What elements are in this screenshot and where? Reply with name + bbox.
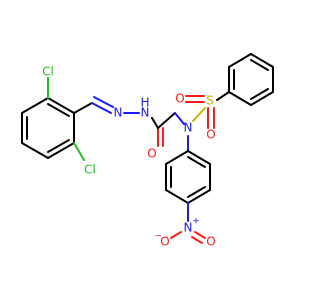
ring-bond [228,53,252,68]
ring-bond [21,142,49,159]
ring-bond-inner [47,103,70,117]
ring-bond-inner [250,88,269,100]
bond-n-s [192,107,206,122]
bond-c-cl-bottom [73,142,85,161]
ring-bond [228,91,252,106]
nitrophenyl-ring [165,150,211,204]
ring-bond [47,97,75,114]
ring-bond-inner [47,139,70,153]
bond-ch-n-double [93,96,114,108]
ring-bond [47,142,75,159]
ring-bond [187,189,211,204]
atom-o-sulfonyl-bottom: O [206,128,215,142]
dichlorophenyl-ring [21,97,75,159]
ring-bond [165,150,189,165]
bond-s-phenyl [216,91,230,101]
ring-bond-inner [187,186,206,198]
ring-bond [165,189,189,204]
bond-ch2-n [174,112,185,125]
atom-o-nitro-right: O [206,235,215,249]
atom-s-sulfonyl: S [206,94,214,108]
atom-n-sulfonamide: N [184,121,193,135]
atom-cl-bottom: Cl [84,163,96,177]
atom-o-nitro-left: O [160,235,169,249]
bond-ch-n [91,102,112,114]
charge-minus-nitro: − [154,232,162,242]
bond-n-o-left [170,231,182,239]
ring-bond-inner [187,156,206,168]
bond-ring-ch [73,102,93,114]
atom-o-sulfonyl-left: O [175,92,184,106]
charge-plus-nitro: + [192,217,200,227]
ring-bond-inner [250,59,269,71]
atom-n-hydrazone: N [114,106,123,120]
ring-bond [21,97,49,114]
bond-n-o-right-double [191,236,203,244]
ring-bond [187,150,211,165]
bond-co-ch2 [157,112,176,129]
atom-o-carbonyl: O [147,147,156,161]
atom-n-amide: N [141,106,150,120]
structure-diagram: Cl Cl N H N O N S O O N + O − O [21,53,274,249]
bond-nh-co [151,117,159,129]
ring-bond [250,91,274,106]
phenyl-ring [228,53,274,106]
atom-cl-top: Cl [42,65,54,79]
molecule-structure-canvas: Cl Cl N H N O N S O O N + O − O [21,53,274,249]
atom-h-hydrazone: H [140,96,149,110]
ring-bond [250,53,274,68]
atom-n-nitro: N [184,221,193,235]
bond-n-o-right [194,231,206,239]
